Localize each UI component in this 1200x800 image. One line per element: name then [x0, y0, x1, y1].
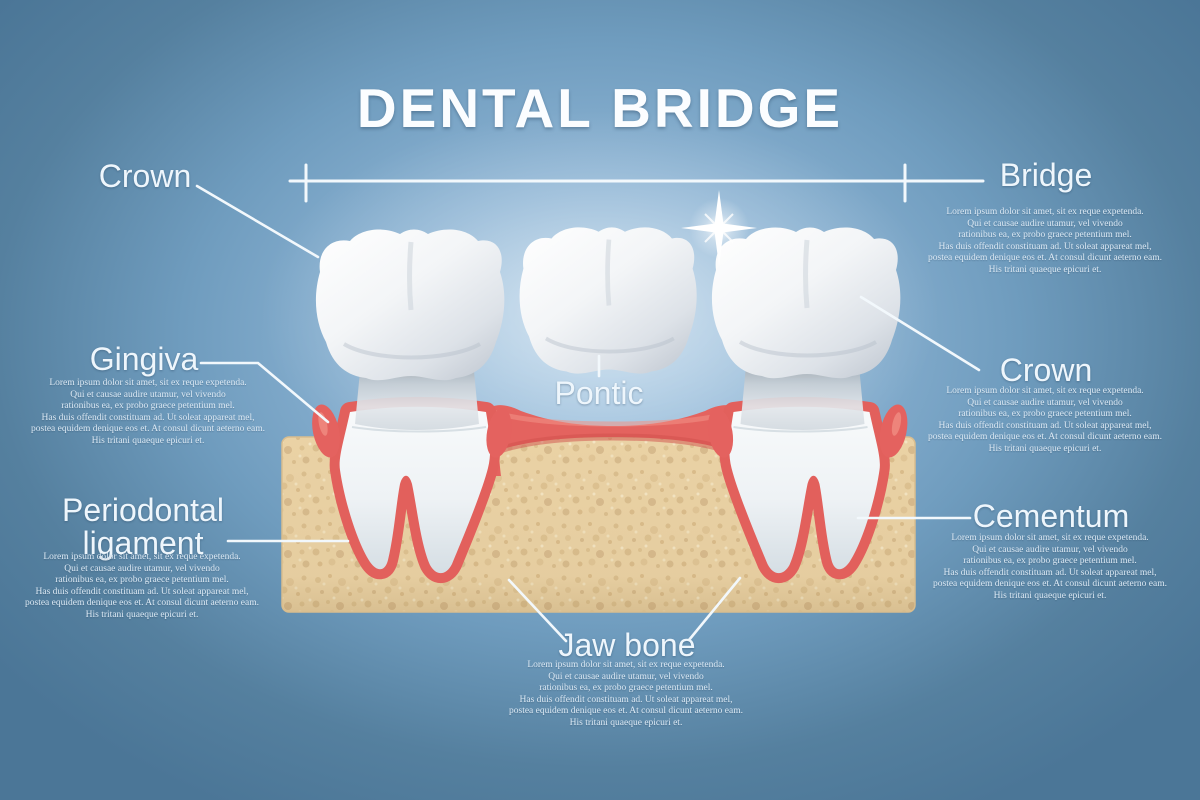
paragraph-jaw-bone: Lorem ipsum dolor sit amet, sit ex reque…	[509, 660, 743, 728]
label-gingiva: Gingiva	[89, 341, 199, 377]
paragraph-periodontal-ligament: Lorem ipsum dolor sit amet, sit ex reque…	[25, 552, 259, 620]
label-crown-right: Crown	[999, 352, 1093, 388]
label-periodontal-ligament: Periodontal ligament	[62, 492, 224, 561]
label-pontic: Pontic	[554, 375, 644, 411]
paragraph-crown-right: Lorem ipsum dolor sit amet, sit ex reque…	[928, 386, 1162, 454]
leader-jawbone-right	[687, 576, 742, 642]
paragraph-gingiva: Lorem ipsum dolor sit amet, sit ex reque…	[31, 378, 265, 446]
leader-crown-left	[195, 184, 320, 259]
paragraph-bridge: Lorem ipsum dolor sit amet, sit ex reque…	[928, 207, 1162, 275]
paragraph-cementum: Lorem ipsum dolor sit amet, sit ex reque…	[933, 533, 1167, 601]
crown-left-cap	[316, 230, 504, 381]
leader-gingiva	[199, 361, 330, 424]
label-crown-left: Crown	[98, 158, 192, 194]
sparkle-icon	[681, 190, 757, 266]
gum-saddle	[475, 405, 751, 476]
leader-crown-right	[859, 295, 981, 372]
pontic-crown	[520, 227, 697, 373]
label-jaw-bone: Jaw bone	[558, 627, 696, 663]
page-title: DENTAL BRIDGE	[356, 77, 844, 139]
label-bridge: Bridge	[999, 157, 1093, 193]
label-cementum: Cementum	[972, 498, 1130, 534]
leader-jawbone-left	[507, 578, 568, 643]
bridge-span-bracket	[288, 163, 985, 203]
